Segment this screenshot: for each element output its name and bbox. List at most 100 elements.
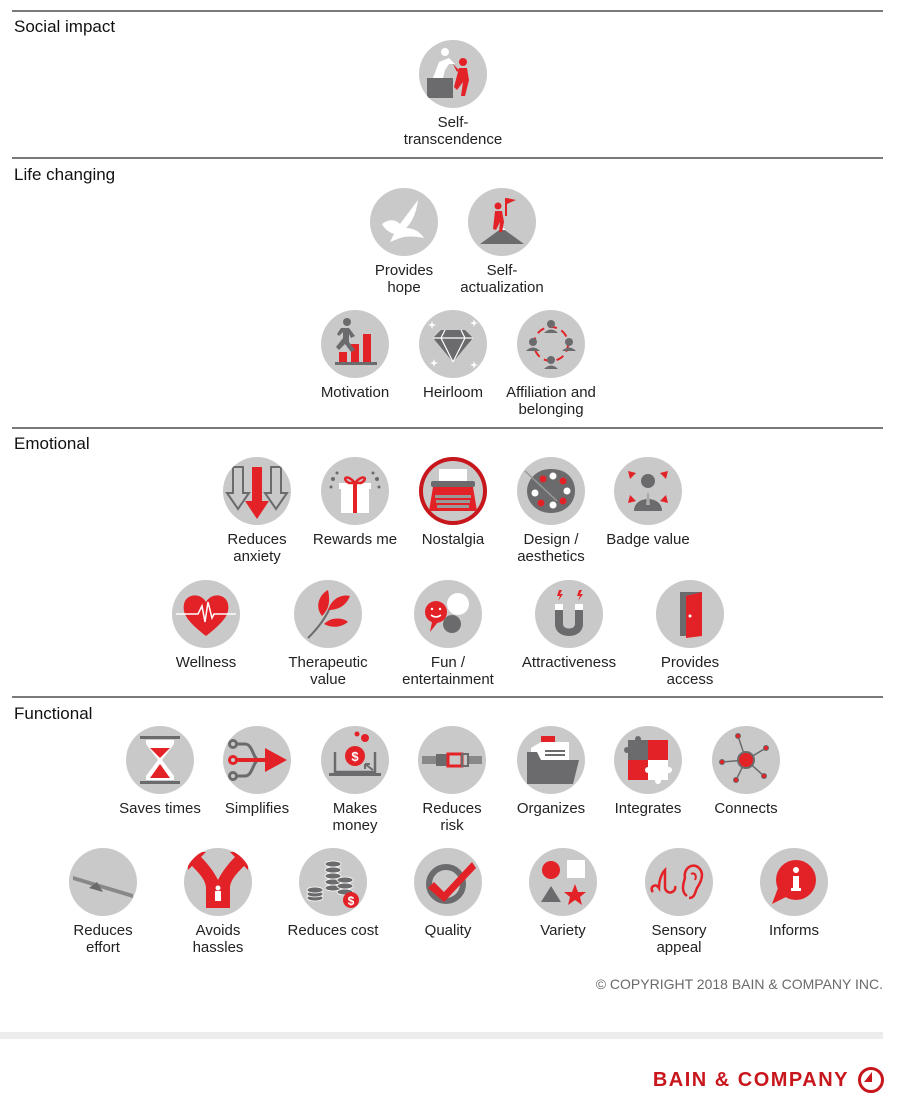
value-label: Integrates <box>614 800 682 817</box>
summit-flag-icon <box>468 188 536 256</box>
section-title-functional: Functional <box>14 704 93 723</box>
value-label: Rewards me <box>312 531 398 548</box>
svg-text:$: $ <box>348 894 355 908</box>
value-element: Wellness <box>151 580 261 671</box>
value-element: Motivation <box>300 310 410 401</box>
value-element: Badge value <box>593 457 703 548</box>
value-element: Integrates <box>593 726 703 817</box>
network-icon <box>712 726 780 794</box>
value-element: Organizes <box>496 726 606 817</box>
value-label: Badge value <box>606 531 690 548</box>
value-label: Quality <box>424 922 472 939</box>
value-label: Nostalgia <box>421 531 485 548</box>
value-element: Simplifies <box>202 726 312 817</box>
section-title-social-impact: Social impact <box>14 17 116 36</box>
value-element: Attractiveness <box>514 580 624 671</box>
folder-icon <box>517 726 585 794</box>
heartbeat-icon <box>172 580 240 648</box>
section-title-life-changing: Life changing <box>14 165 116 184</box>
leaves-icon <box>294 580 362 648</box>
hourglass-icon <box>126 726 194 794</box>
laptop-dollar-icon: $ <box>321 726 389 794</box>
value-element: Fun /entertainment <box>393 580 503 688</box>
footer-divider <box>0 1032 883 1039</box>
section-divider <box>12 157 883 159</box>
gift-icon <box>321 457 389 525</box>
value-label: Informs <box>768 922 819 939</box>
value-element: Heirloom <box>398 310 508 401</box>
value-element: Quality <box>393 848 503 939</box>
value-element: Self-transcendence <box>398 40 508 148</box>
coins-icon: $ <box>299 848 367 916</box>
value-element: Nostalgia <box>398 457 508 548</box>
value-label: Organizes <box>516 800 586 817</box>
bain-logo-icon <box>858 1067 884 1093</box>
value-label: Variety <box>540 922 586 939</box>
value-element: Variety <box>508 848 618 939</box>
value-label: Attractiveness <box>521 654 617 671</box>
section-divider <box>12 696 883 698</box>
value-label: Wellness <box>175 654 237 671</box>
diamond-icon <box>419 310 487 378</box>
section-divider <box>12 427 883 429</box>
palette-icon <box>517 457 585 525</box>
value-label: Self-actualization <box>460 262 544 296</box>
open-door-icon <box>656 580 724 648</box>
value-label: Motivation <box>320 384 390 401</box>
value-element: Design /aesthetics <box>496 457 606 565</box>
person-badge-icon <box>614 457 682 525</box>
copyright-notice: © COPYRIGHT 2018 BAIN & COMPANY INC. <box>595 976 883 992</box>
svg-text:$: $ <box>351 749 359 764</box>
lever-icon <box>69 848 137 916</box>
magnet-icon <box>535 580 603 648</box>
value-element: Informs <box>739 848 849 939</box>
value-element: $Reduces cost <box>278 848 388 939</box>
typewriter-icon <box>419 457 487 525</box>
value-label: Fun /entertainment <box>402 654 494 688</box>
fork-arrows-icon <box>184 848 252 916</box>
nose-ear-icon <box>645 848 713 916</box>
seatbelt-icon <box>418 726 486 794</box>
value-label: Saves times <box>119 800 201 817</box>
people-circle-icon <box>517 310 585 378</box>
dove-icon <box>370 188 438 256</box>
value-label: Connects <box>714 800 778 817</box>
value-element: Connects <box>691 726 801 817</box>
helping-hand-climb-icon <box>419 40 487 108</box>
value-element: Rewards me <box>300 457 410 548</box>
checkmark-icon <box>414 848 482 916</box>
value-label: Design /aesthetics <box>517 531 585 565</box>
puzzle-icon <box>614 726 682 794</box>
value-element: Self-actualization <box>447 188 557 296</box>
info-bubble-icon <box>760 848 828 916</box>
section-title-emotional: Emotional <box>14 434 90 453</box>
merge-arrow-icon <box>223 726 291 794</box>
down-arrows-icon <box>223 457 291 525</box>
shapes-icon <box>529 848 597 916</box>
value-label: Simplifies <box>224 800 290 817</box>
brand-name: BAIN & COMPANY <box>652 1068 849 1091</box>
brand-logo[interactable]: BAIN & COMPANY <box>653 1066 885 1094</box>
running-stairs-icon <box>321 310 389 378</box>
value-element: Saves times <box>105 726 215 817</box>
value-label: Heirloom <box>422 384 483 401</box>
value-label: Self-transcendence <box>403 114 503 148</box>
